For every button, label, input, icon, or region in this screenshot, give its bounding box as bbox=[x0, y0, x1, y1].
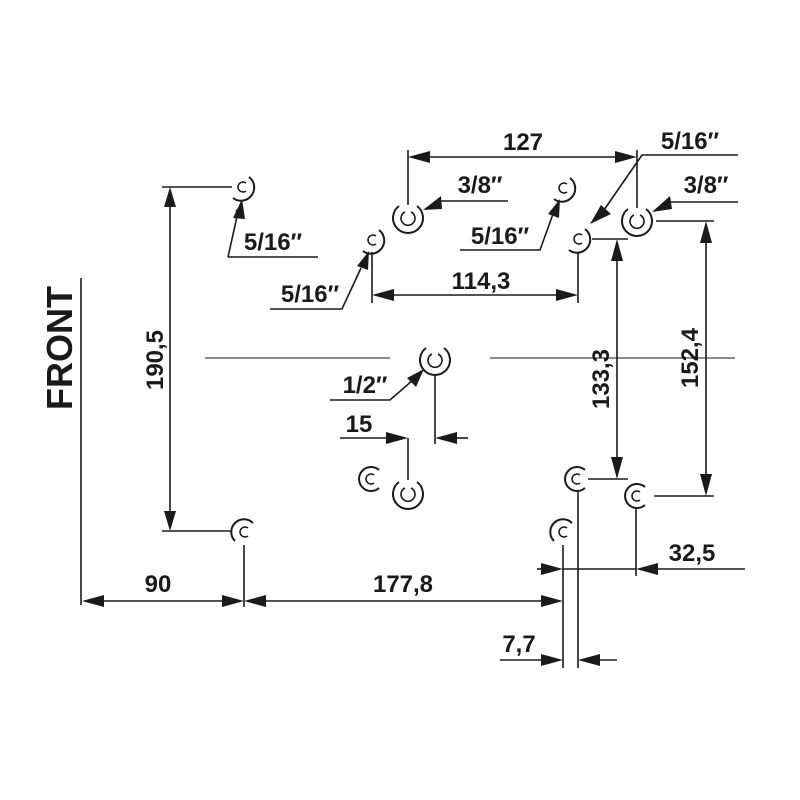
hole-mid-left-b bbox=[392, 205, 424, 234]
hole-mid-left-a bbox=[362, 229, 386, 255]
hole-label-3-8-left: 3/8″ bbox=[458, 172, 503, 199]
hole-top-right-a bbox=[553, 177, 577, 203]
hole-label-5-16-mid-right: 5/16″ bbox=[471, 223, 530, 250]
hole-lower-right-a bbox=[564, 466, 586, 492]
hole-top-right-c bbox=[621, 208, 653, 237]
dim-7-7: 7,7 bbox=[502, 631, 535, 658]
dimension-labels: 90 177,8 190,5 127 114,3 133,3 152,4 15 … bbox=[142, 129, 715, 658]
dim-90: 90 bbox=[145, 571, 172, 598]
hole-bottom-left bbox=[230, 518, 254, 542]
front-reference: FRONT bbox=[39, 278, 82, 605]
hole-centre bbox=[419, 347, 451, 376]
dim-127: 127 bbox=[503, 129, 543, 156]
hole-top-left bbox=[232, 176, 256, 202]
hole-symbols bbox=[230, 176, 653, 542]
dim-190-5: 190,5 bbox=[142, 330, 169, 390]
dim-152-4: 152,4 bbox=[677, 327, 704, 388]
hole-label-3-8-right: 3/8″ bbox=[684, 172, 729, 199]
hole-leaders bbox=[227, 154, 738, 401]
dim-177-8: 177,8 bbox=[373, 571, 433, 598]
hole-size-labels: 5/16″ 5/16″ 3/8″ 5/16″ 5/16″ 3/8″ 1/2″ bbox=[244, 128, 729, 399]
dimension-lines bbox=[82, 150, 745, 668]
dim-114-3: 114,3 bbox=[452, 268, 511, 295]
hole-lower-centre-b bbox=[392, 481, 424, 510]
hole-label-5-16-top-left: 5/16″ bbox=[244, 229, 303, 256]
hole-label-5-16-mid-left: 5/16″ bbox=[281, 281, 340, 308]
dim-32-5: 32,5 bbox=[669, 540, 716, 567]
hole-lower-right-c bbox=[549, 518, 573, 542]
dim-15: 15 bbox=[346, 411, 373, 438]
hole-lower-centre-a bbox=[358, 466, 380, 492]
hole-label-5-16-top-right: 5/16″ bbox=[661, 128, 720, 155]
dim-133-3: 133,3 bbox=[588, 349, 615, 409]
hole-lower-right-b bbox=[624, 483, 646, 509]
hole-top-right-b bbox=[568, 228, 592, 254]
hole-label-1-2: 1/2″ bbox=[343, 372, 388, 399]
front-label: FRONT bbox=[39, 286, 80, 410]
